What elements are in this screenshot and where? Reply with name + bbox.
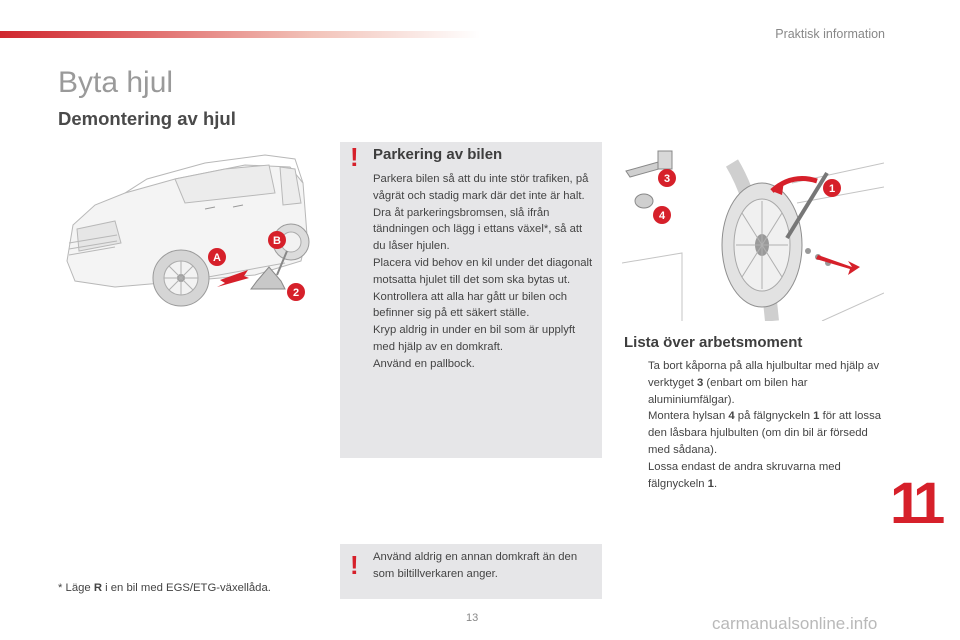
callout-b: B [273, 235, 281, 247]
callout-4: 4 [659, 210, 666, 222]
chapter-number: 11 [890, 471, 945, 536]
footnote: * Läge R i en bil med EGS/ETG-växellåda. [58, 582, 271, 594]
steps-heading: Lista över arbetsmoment [624, 334, 803, 351]
page-number: 13 [466, 612, 479, 624]
parking-text: Parkera bilen så att du inte stör trafik… [373, 173, 593, 370]
car-jack-illustration: A B 2 [66, 154, 310, 307]
list-item: Montera hylsan 4 på fälgnyckeln 1 för at… [648, 410, 882, 456]
watermark: carmanualsonline.info [712, 614, 878, 633]
callout-3: 3 [664, 173, 670, 185]
callout-1: 1 [829, 183, 835, 195]
callout-2: 2 [293, 287, 299, 299]
wheel-bolts-illustration: 1 3 4 [622, 150, 884, 321]
warning-icon: ! [350, 550, 359, 580]
jack-warning-text: Använd aldrig en annan domkraft än den s… [373, 551, 578, 580]
header-accent-bar [0, 31, 480, 38]
list-item: Ta bort kåporna på alla hjulbultar med h… [648, 360, 880, 406]
page-title: Byta hjul [58, 66, 174, 99]
steps-list: Ta bort kåporna på alla hjulbultar med h… [624, 358, 884, 492]
list-item: Lossa endast de andra skruvarna med fälg… [648, 460, 841, 490]
warning-icon: ! [350, 142, 359, 172]
jack-warning-box: ! Använd aldrig en annan domkraft än den… [340, 544, 602, 599]
parking-warning-box: ! Parkering av bilen Parkera bilen så at… [340, 142, 602, 458]
section-header: Praktisk information [775, 27, 885, 41]
parking-heading: Parkering av bilen [373, 146, 503, 163]
callout-a: A [213, 252, 221, 264]
section-title: Demontering av hjul [58, 108, 236, 129]
